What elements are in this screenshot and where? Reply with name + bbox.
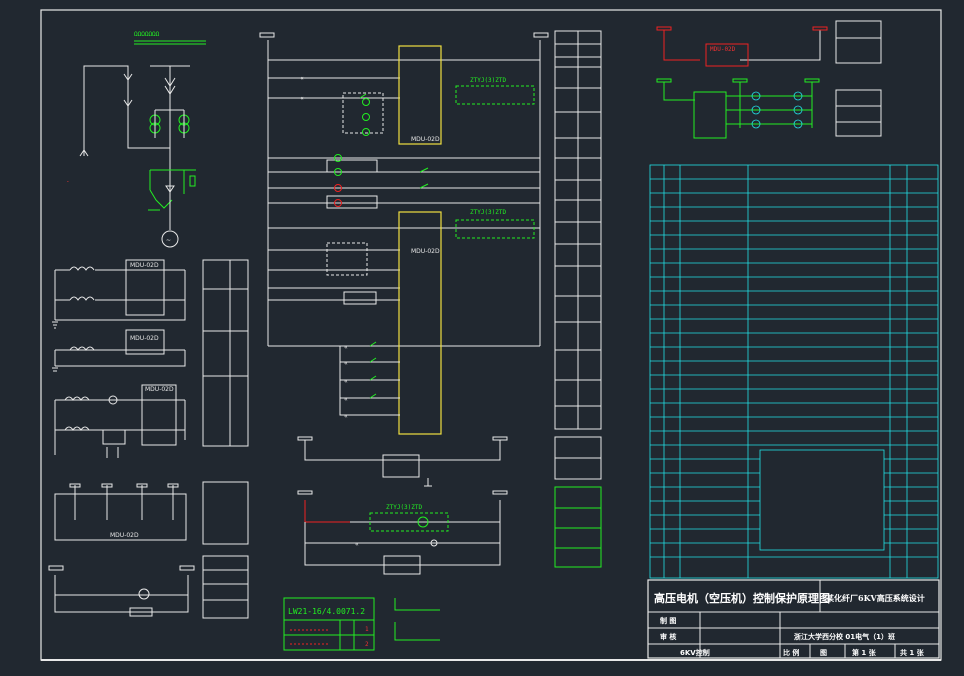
topright-circuits: MDU-02D xyxy=(656,20,882,139)
svg-text:«: « xyxy=(300,75,304,82)
switch-table: LW21-16/4.0071.2 1 2 xyxy=(283,597,440,651)
parts-table xyxy=(649,164,939,579)
svg-text:«: « xyxy=(344,378,348,385)
svg-text:«: « xyxy=(344,344,348,351)
left-table xyxy=(202,259,249,619)
svg-text:«: « xyxy=(344,396,348,403)
switch-row-1: 1 xyxy=(365,626,369,633)
center-bottom-circuits: ZTYJ(3)ZTD « xyxy=(297,436,508,575)
svg-text:~: ~ xyxy=(166,237,171,244)
sheet-title: 浙江大学西分校 01电气（1）班 xyxy=(794,632,895,641)
busbar-label: ΩΩΩΩΩΩΩ xyxy=(134,31,160,38)
footer-left: 6KV控制 xyxy=(680,648,710,657)
relay-left2-label: MDU-02D xyxy=(130,335,159,342)
sheet-number: 第 1 张 xyxy=(852,648,877,657)
primary-circuit: ΩΩΩΩΩΩΩ ~ - xyxy=(66,31,206,248)
svg-text:«: « xyxy=(355,541,359,548)
relay-circuit-4: MDU-02D xyxy=(54,483,187,541)
outer-frame xyxy=(40,9,942,661)
center-grid-table xyxy=(554,30,602,568)
svg-text:-: - xyxy=(66,178,70,185)
switch-model-label: LW21-16/4.0071.2 xyxy=(288,607,365,616)
lamp-circuit xyxy=(48,565,195,617)
project-title: 某化纤厂6KV高压系统设计 xyxy=(825,593,925,603)
relay-topright-label: MDU-02D xyxy=(710,46,736,53)
relay-top-label: MDU-02D xyxy=(411,136,440,143)
svg-text:«: « xyxy=(344,413,348,420)
sheet-total: 共 1 张 xyxy=(900,648,925,657)
timer1-label: ZTYJ(3)ZTD xyxy=(470,77,507,84)
svg-text:«: « xyxy=(300,95,304,102)
relay-left1-label: MDU-02D xyxy=(130,262,159,269)
switch-row-2: 2 xyxy=(365,641,369,648)
draw-label: 制 图 xyxy=(660,616,676,625)
timer2-label: ZTYJ(3)ZTD xyxy=(470,209,507,216)
review-label: 审 核 xyxy=(660,632,676,641)
control-circuit: MDU-02D MDU-02D ZTYJ(3)ZTD ZTYJ(3)ZTD « «… xyxy=(259,32,549,435)
drawing-title: 高压电机（空压机）控制保护原理图 xyxy=(654,591,830,605)
relay-circuit-1: MDU-02D xyxy=(52,259,186,329)
relay-circuit-2: MDU-02D xyxy=(52,329,186,372)
svg-text:«: « xyxy=(344,360,348,367)
relay-circuit-3: MDU-02D xyxy=(54,384,186,458)
relay-left3-label: MDU-02D xyxy=(145,386,174,393)
relay-mid-label: MDU-02D xyxy=(411,248,440,255)
relay-bottom-label: MDU-02D xyxy=(110,532,139,539)
timer3-label: ZTYJ(3)ZTD xyxy=(386,504,423,511)
scale-label: 比 例 xyxy=(783,648,799,657)
title-block[interactable]: 高压电机（空压机）控制保护原理图 某化纤厂6KV高压系统设计 制 图 审 核 浙… xyxy=(647,579,940,659)
col-mark: 图 xyxy=(820,648,827,657)
